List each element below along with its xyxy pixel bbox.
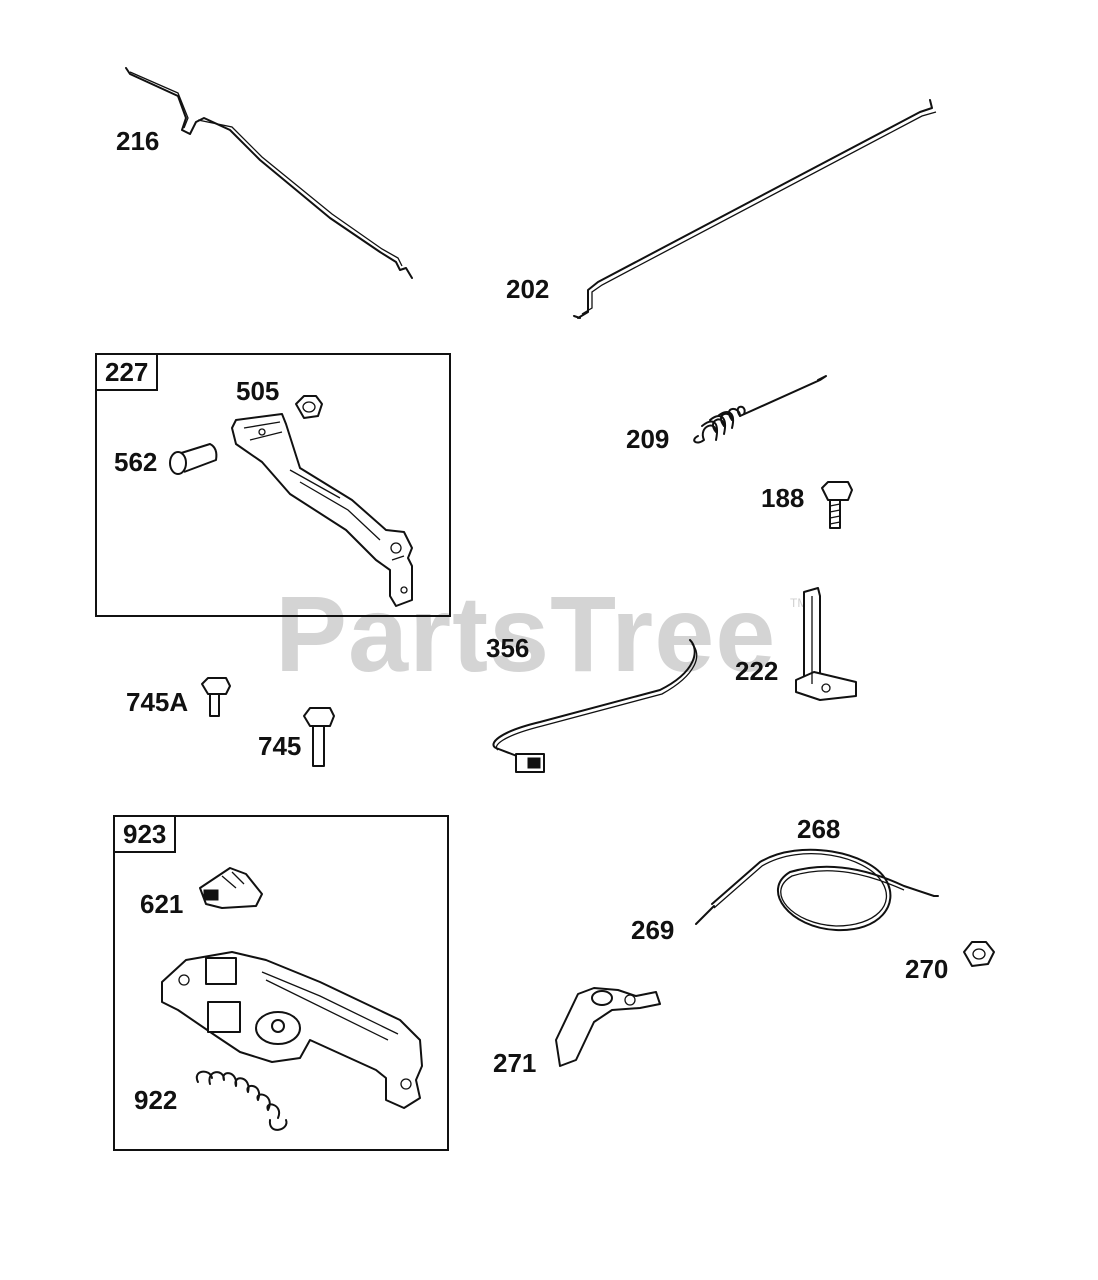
part-922-spring[interactable] <box>195 1070 288 1131</box>
group-923-label[interactable]: 923 <box>115 817 177 853</box>
part-271-lever[interactable] <box>555 987 661 1067</box>
part-745-screw[interactable] <box>303 707 335 767</box>
callout-621[interactable]: 621 <box>140 889 184 919</box>
callout-209[interactable]: 209 <box>626 424 670 454</box>
part-268-cable[interactable] <box>695 848 939 932</box>
callout-202[interactable]: 202 <box>506 274 550 304</box>
part-227-bracket[interactable] <box>231 413 413 607</box>
part-188-screw[interactable] <box>821 481 853 529</box>
part-356-wire[interactable] <box>492 639 698 773</box>
callout-562[interactable]: 562 <box>114 447 158 477</box>
part-621-clip[interactable] <box>199 867 263 909</box>
part-745a-screw[interactable] <box>201 677 231 717</box>
group-227-box: 227 <box>95 353 451 617</box>
part-222-bracket[interactable] <box>795 587 857 701</box>
callout-271[interactable]: 271 <box>493 1048 537 1078</box>
part-216-rod[interactable] <box>125 67 413 279</box>
callout-922[interactable]: 922 <box>134 1085 178 1115</box>
callout-745a[interactable]: 745A <box>126 687 189 717</box>
callout-222[interactable]: 222 <box>735 656 779 686</box>
part-562-pin[interactable] <box>169 443 218 475</box>
part-923-bracket[interactable] <box>161 951 423 1109</box>
callout-269[interactable]: 269 <box>631 915 675 945</box>
callout-356[interactable]: 356 <box>486 633 530 663</box>
group-227-label[interactable]: 227 <box>97 355 159 391</box>
part-505-nut[interactable] <box>295 395 323 419</box>
callout-268[interactable]: 268 <box>797 814 841 844</box>
group-923-box: 923 <box>113 815 449 1151</box>
watermark-trademark: TM <box>790 596 808 610</box>
part-209-spring[interactable] <box>693 375 827 444</box>
callout-188[interactable]: 188 <box>761 483 805 513</box>
part-202-rod[interactable] <box>573 99 937 319</box>
callout-505[interactable]: 505 <box>236 376 280 406</box>
callout-270[interactable]: 270 <box>905 954 949 984</box>
callout-216[interactable]: 216 <box>116 126 160 156</box>
callout-745[interactable]: 745 <box>258 731 302 761</box>
part-270-nut[interactable] <box>963 941 995 967</box>
